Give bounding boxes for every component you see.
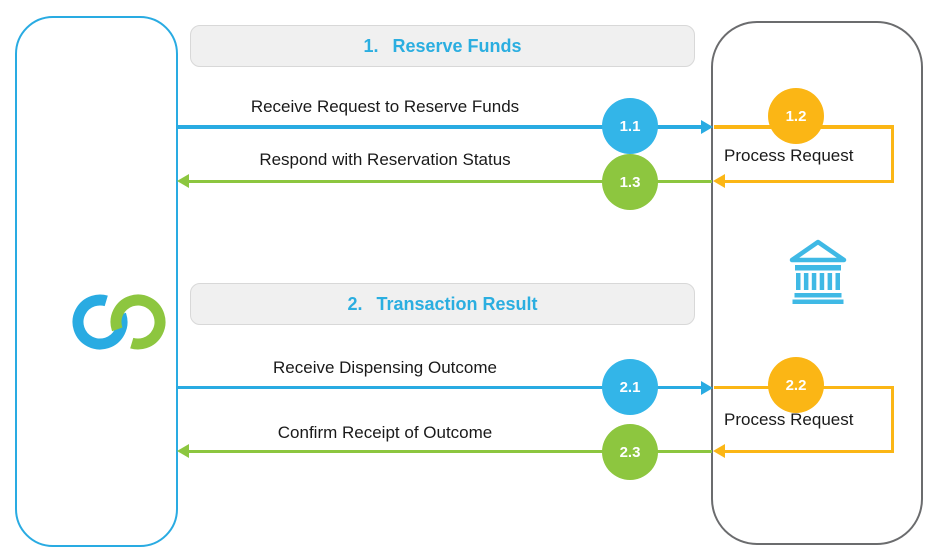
- badge-step-1-2: 1.2: [768, 88, 824, 144]
- interlocking-rings-logo-icon: [72, 294, 166, 350]
- response-arrow-line-2: [188, 449, 712, 453]
- section-1-number: 1.: [363, 35, 379, 56]
- response-arrowhead-2: [177, 444, 189, 458]
- process-label-1: Process Request: [724, 146, 854, 165]
- process-loop-bottom-1: [724, 179, 894, 183]
- bank-icon: [789, 239, 847, 304]
- badge-step-2-1: 2.1: [602, 359, 658, 415]
- request-arrowhead-1: [701, 120, 713, 134]
- process-arrowhead-2: [713, 444, 725, 458]
- request-arrow-line-1: [178, 125, 703, 129]
- message-label-request-1: Receive Request to Reserve Funds: [250, 97, 520, 116]
- message-label-response-1: Respond with Reservation Status: [259, 150, 511, 169]
- section-2-number: 2.: [347, 293, 363, 314]
- section-1-title: Reserve Funds: [392, 35, 522, 56]
- request-arrowhead-2: [701, 380, 713, 395]
- process-loop-bottom-2: [724, 449, 894, 453]
- badge-step-1-3: 1.3: [602, 154, 658, 210]
- badge-step-2-2: 2.2: [768, 357, 824, 413]
- section-1-header: 1. Reserve Funds: [190, 25, 695, 67]
- section-2-header: 2. Transaction Result: [190, 283, 695, 325]
- message-label-request-2: Receive Dispensing Outcome: [273, 358, 497, 377]
- process-loop-side-2: [890, 385, 894, 451]
- left-actor-box: [15, 16, 178, 547]
- message-label-response-2: Confirm Receipt of Outcome: [277, 423, 493, 442]
- badge-step-2-3: 2.3: [602, 424, 658, 480]
- request-arrow-line-2: [178, 385, 703, 389]
- response-arrowhead-1: [177, 174, 189, 188]
- section-2-title: Transaction Result: [376, 293, 538, 314]
- process-label-2: Process Request: [724, 410, 854, 429]
- process-arrowhead-1: [713, 174, 725, 188]
- badge-step-1-1: 1.1: [602, 98, 658, 154]
- process-loop-side-1: [890, 125, 894, 183]
- response-arrow-line-1: [188, 179, 712, 183]
